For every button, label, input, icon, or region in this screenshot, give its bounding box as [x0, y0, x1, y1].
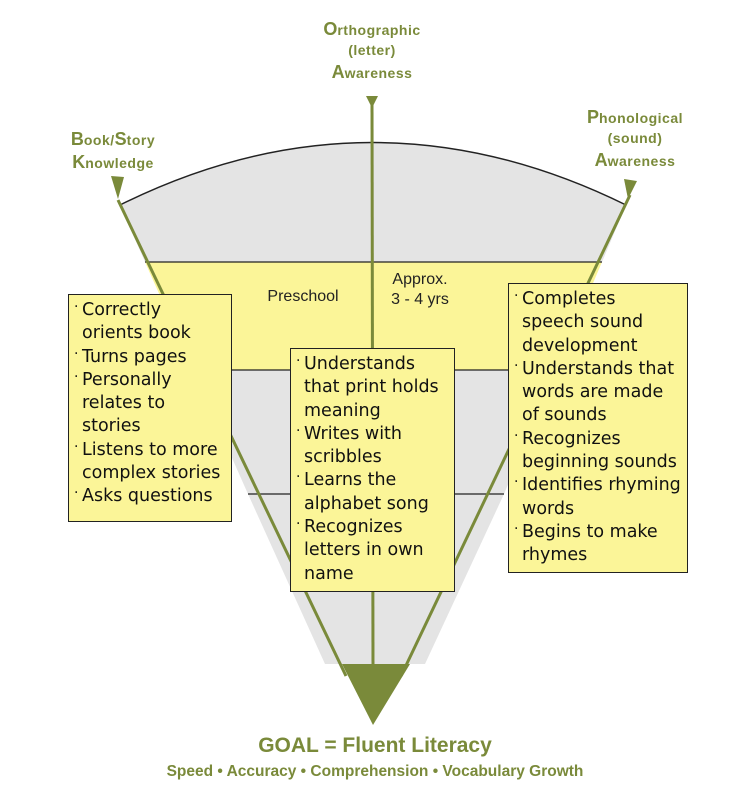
- goal-subtitle: Speed • Accuracy • Comprehension • Vocab…: [166, 763, 584, 780]
- sound-awareness-box: Completes speech sound development Under…: [508, 283, 688, 573]
- cone-left-edge: [116, 199, 348, 677]
- book-knowledge-box: Correctly orients book Turns pages Perso…: [68, 294, 232, 522]
- list-item: Completes speech sound development: [514, 285, 683, 358]
- list-item: Begins to make rhymes: [514, 518, 683, 568]
- center-arrowhead: [366, 96, 378, 108]
- letter-awareness-box: Understands that print holds meaning Wri…: [290, 348, 455, 592]
- goal-title: GOAL = Fluent Literacy: [258, 734, 492, 757]
- axis-label-orthographic: Orthographic (letter) Awareness: [323, 19, 421, 82]
- list-item: Asks questions: [74, 482, 227, 508]
- axis-label-phonological: Phonological (sound) Awareness: [586, 107, 684, 170]
- list-item: Writes with scribbles: [296, 420, 450, 470]
- stage-age-line1: Approx.: [392, 271, 448, 288]
- list-item: Recognizes beginning sounds: [514, 425, 683, 475]
- left-arrowhead: [111, 176, 124, 199]
- list-item: Recognizes letters in own name: [296, 513, 450, 586]
- stage-age-line2: 3 - 4 yrs: [391, 291, 449, 308]
- right-arrowhead: [624, 179, 637, 199]
- goal-tip: [342, 664, 410, 725]
- stage-label: Preschool: [267, 288, 339, 305]
- list-item: Personally relates to stories: [74, 366, 227, 439]
- axis-label-book-story: Book/Story Knowledge: [70, 129, 156, 172]
- list-item: Understands that print holds meaning: [296, 350, 450, 423]
- list-item: Understands that words are made of sound…: [514, 355, 683, 428]
- list-item: Turns pages: [74, 343, 227, 369]
- list-item: Learns the alphabet song: [296, 467, 450, 516]
- stage-age: Approx. 3 - 4 yrs: [370, 270, 470, 310]
- list-item: Correctly orients book: [74, 296, 227, 346]
- list-item: Identifies rhyming words: [514, 471, 683, 521]
- list-item: Listens to more complex stories: [74, 436, 227, 486]
